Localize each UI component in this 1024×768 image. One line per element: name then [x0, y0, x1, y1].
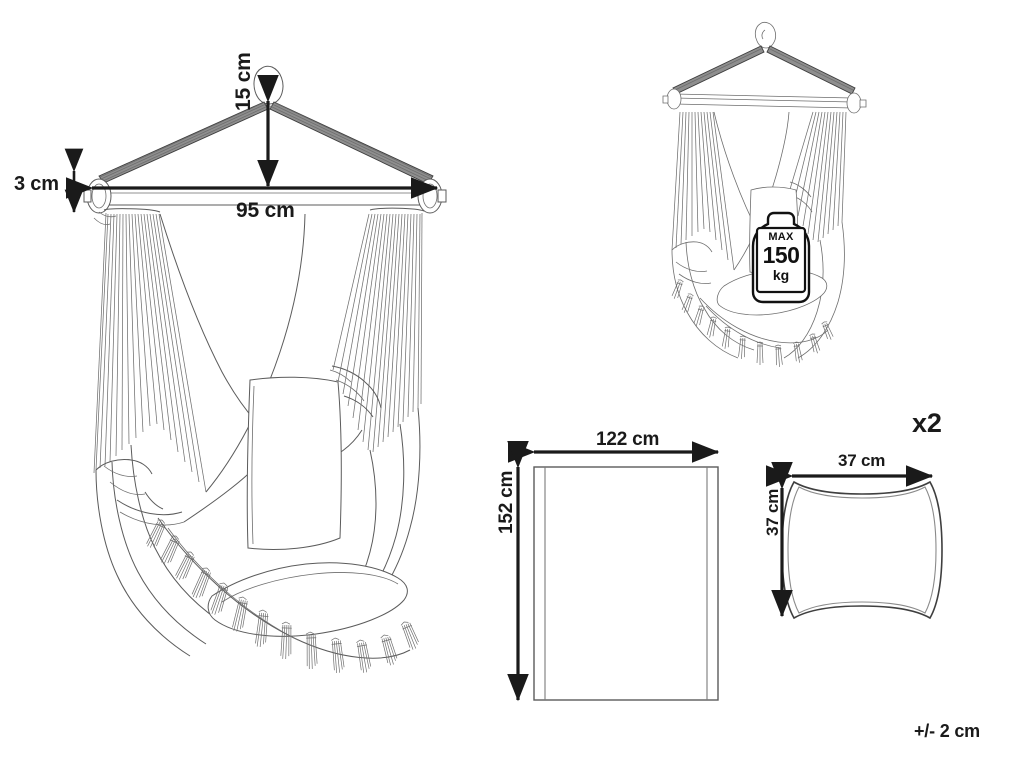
- dim-label-fabric-width-122cm: 122 cm: [596, 429, 660, 450]
- fabric-panel-illustration: [533, 466, 719, 701]
- max-load-max-text: MAX: [768, 231, 794, 243]
- small-chair-spreader-bar: [662, 88, 867, 114]
- main-chair-seat-cushion: [207, 562, 408, 637]
- dim-label-fabric-height-152cm: 152 cm: [496, 470, 517, 534]
- small-chair-hook-icon: [754, 21, 776, 49]
- max-load-weight-icon: [751, 211, 811, 304]
- main-chair-left-ropes: [93, 212, 207, 493]
- dim-label-cushion-height-37cm: 37 cm: [763, 488, 782, 536]
- cushion-quantity-label: x2: [912, 408, 942, 438]
- main-chair-illustration: [83, 65, 447, 674]
- cushion-illustration: [781, 480, 943, 620]
- max-load-value-text: 150: [762, 242, 800, 268]
- dim-label-height-15cm: 15 cm: [232, 52, 255, 111]
- small-chair-tassel-trim: [671, 279, 834, 367]
- main-chair-back-cushion: [246, 376, 342, 550]
- dimension-arrows: [64, 74, 934, 702]
- dim-label-thickness-3cm: 3 cm: [14, 173, 59, 195]
- dim-label-cushion-width-37cm: 37 cm: [838, 451, 886, 470]
- main-chair-hook-icon: [253, 65, 284, 105]
- main-chair-tassel-trim: [146, 517, 419, 674]
- dim-label-width-95cm: 95 cm: [236, 199, 295, 222]
- main-chair-left-panel: [95, 444, 219, 657]
- max-load-unit-text: kg: [772, 267, 790, 283]
- small-chair-suspension-straps: [672, 45, 856, 95]
- small-chair-right-ropes: [787, 111, 847, 243]
- small-chair-illustration: [662, 21, 867, 367]
- small-chair-left-ropes: [671, 111, 735, 271]
- tolerance-note: +/- 2 cm: [914, 721, 980, 741]
- main-chair-suspension-straps: [98, 101, 434, 185]
- main-chair-right-ropes: [332, 212, 423, 453]
